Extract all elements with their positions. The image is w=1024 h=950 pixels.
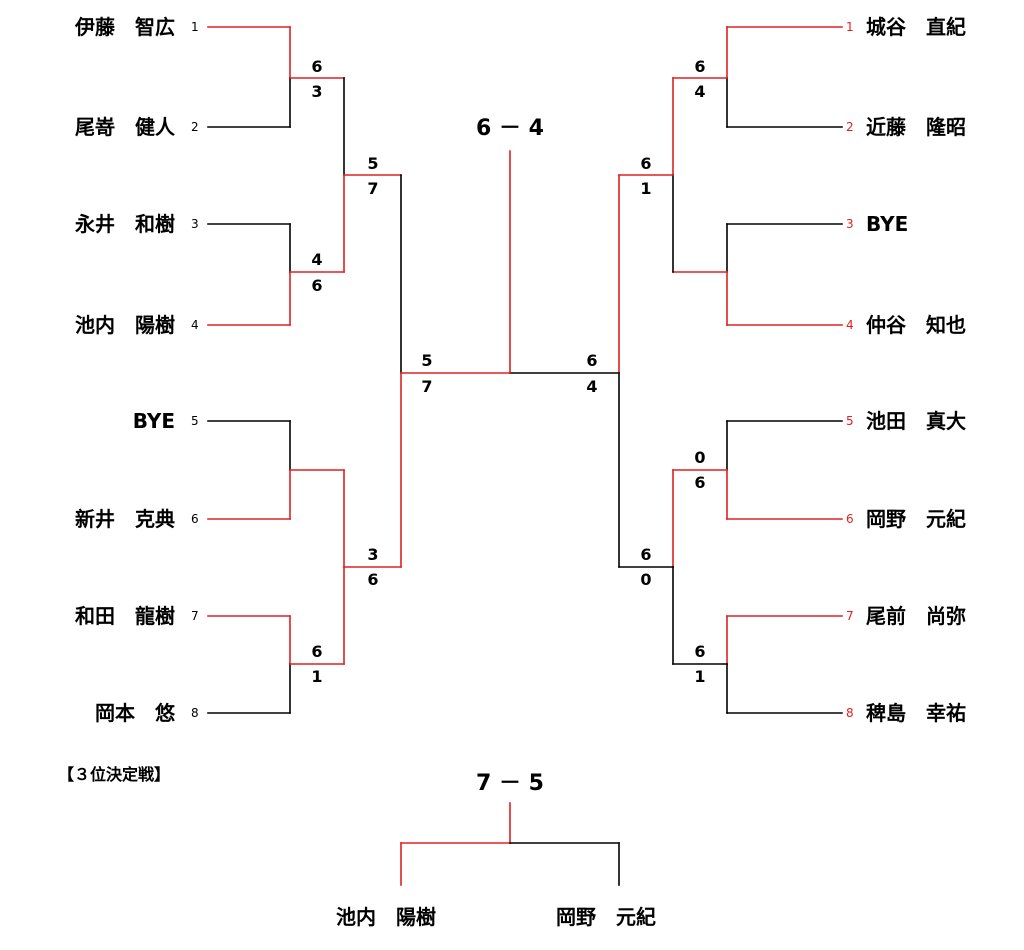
third-place-right-player: 岡野 元紀 (556, 905, 656, 929)
right-player-1-name: 城谷 直紀 (866, 15, 966, 39)
score-l1b-top: 4 (311, 250, 323, 269)
right-player-6-name: 岡野 元紀 (866, 507, 966, 531)
right-seed-5: 5 (846, 414, 854, 428)
right-seed-3: 3 (846, 217, 854, 231)
score-l1d-bottom: 1 (311, 667, 323, 686)
score-r2a-top: 6 (640, 154, 652, 173)
score-l2b-top: 3 (367, 545, 379, 564)
right-player-3-name: BYE (866, 212, 909, 236)
left-seed-1: 1 (191, 20, 199, 34)
score-l2b-bottom: 6 (367, 570, 379, 589)
third-place-score: 7 － 5 (476, 771, 544, 796)
left-seed-4: 4 (191, 318, 199, 332)
score-r1a-bottom: 4 (694, 82, 706, 101)
score-r2b-bottom: 0 (640, 570, 652, 589)
score-r2b-top: 6 (640, 545, 652, 564)
right-player-4-name: 仲谷 知也 (866, 313, 966, 337)
score-l1b-bottom: 6 (311, 276, 323, 295)
score-l2a-top: 5 (367, 154, 379, 173)
left-player-4-name: 池内 陽樹 (75, 313, 175, 337)
score-r1c-top: 0 (694, 448, 706, 467)
left-player-3-name: 永井 和樹 (75, 212, 175, 236)
left-player-6-name: 新井 克典 (75, 507, 175, 531)
right-player-5-name: 池田 真大 (866, 409, 966, 433)
left-seed-8: 8 (191, 706, 199, 720)
score-r1d-bottom: 1 (694, 667, 706, 686)
right-seed-7: 7 (846, 609, 854, 623)
score-l1d-top: 6 (311, 642, 323, 661)
score-l1a-top: 6 (311, 57, 323, 76)
final-score: 6 － 4 (476, 116, 544, 141)
score-l2a-bottom: 7 (367, 179, 379, 198)
score-r3-top: 6 (586, 351, 598, 370)
right-seed-2: 2 (846, 120, 854, 134)
right-seed-1: 1 (846, 20, 854, 34)
left-player-1-name: 伊藤 智広 (75, 15, 175, 39)
left-seed-2: 2 (191, 120, 199, 134)
left-seed-7: 7 (191, 609, 199, 623)
score-r2a-bottom: 1 (640, 179, 652, 198)
left-player-5-name: BYE (132, 409, 175, 433)
score-r1c-bottom: 6 (694, 473, 706, 492)
left-seed-5: 5 (191, 414, 199, 428)
score-r1d-top: 6 (694, 642, 706, 661)
left-player-2-name: 尾嵜 健人 (75, 115, 175, 139)
right-seed-6: 6 (846, 512, 854, 526)
right-seed-8: 8 (846, 706, 854, 720)
left-seed-6: 6 (191, 512, 199, 526)
left-seed-3: 3 (191, 217, 199, 231)
left-player-7-name: 和田 龍樹 (75, 604, 175, 628)
right-player-2-name: 近藤 隆昭 (866, 115, 966, 139)
score-r3-bottom: 4 (586, 377, 598, 396)
score-l1a-bottom: 3 (311, 82, 323, 101)
left-player-8-name: 岡本 悠 (95, 701, 175, 725)
score-r1a-top: 6 (694, 57, 706, 76)
third-place-label: 【３位決定戦】 (58, 765, 171, 784)
right-player-7-name: 尾前 尚弥 (866, 604, 966, 628)
right-seed-4: 4 (846, 318, 854, 332)
right-player-8-name: 稗島 幸祐 (866, 701, 966, 725)
score-l3-top: 5 (421, 351, 433, 370)
third-place-left-player: 池内 陽樹 (336, 905, 436, 929)
score-l3-bottom: 7 (421, 377, 433, 396)
